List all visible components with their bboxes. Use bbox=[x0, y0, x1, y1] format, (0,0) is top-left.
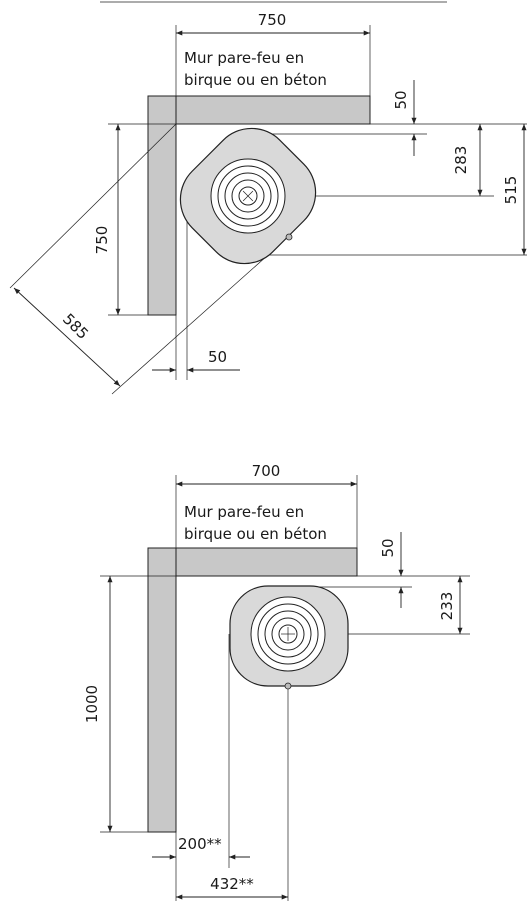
dim-top-width-label: 750 bbox=[258, 11, 287, 29]
diagram-corner-700: Mur pare-feu en birque ou en béton 700 5… bbox=[83, 462, 470, 901]
dim-wall-gap-label-2: 50 bbox=[379, 538, 397, 557]
dim-center-distance-label: 432** bbox=[210, 875, 254, 893]
dim-depth-label: 515 bbox=[502, 176, 520, 205]
wall-label-2-line2: birque ou en béton bbox=[184, 525, 327, 543]
stove-rotated bbox=[179, 127, 317, 265]
dim-side-gap-label: 50 bbox=[208, 348, 227, 366]
dim-side-clearance-label: 200** bbox=[178, 835, 222, 853]
firewall-horizontal bbox=[147, 95, 371, 125]
dim-wall-gap-label: 50 bbox=[392, 90, 410, 109]
diagram-corner-750: Mur pare-feu en birque ou en béton 750 5… bbox=[9, 1, 527, 395]
dim-diagonal-line bbox=[13, 287, 121, 387]
dim-left-height-label: 750 bbox=[93, 226, 111, 255]
wall-label-2-line1: Mur pare-feu en bbox=[184, 503, 304, 521]
stove-straight bbox=[229, 585, 349, 690]
wall-label-line2: birque ou en béton bbox=[184, 71, 327, 89]
dim-center-offset-label-2: 233 bbox=[438, 592, 456, 621]
firewall-vertical-2 bbox=[147, 547, 177, 833]
dim-center-offset-label: 283 bbox=[452, 146, 470, 175]
firewall-horizontal-2 bbox=[147, 547, 358, 577]
firewall-vertical bbox=[147, 95, 177, 316]
dim-left-height-label-2: 1000 bbox=[83, 685, 101, 723]
dim-diagonal-label: 585 bbox=[59, 310, 92, 343]
wall-label-line1: Mur pare-feu en bbox=[184, 49, 304, 67]
dim-top-width-label-2: 700 bbox=[252, 462, 281, 480]
